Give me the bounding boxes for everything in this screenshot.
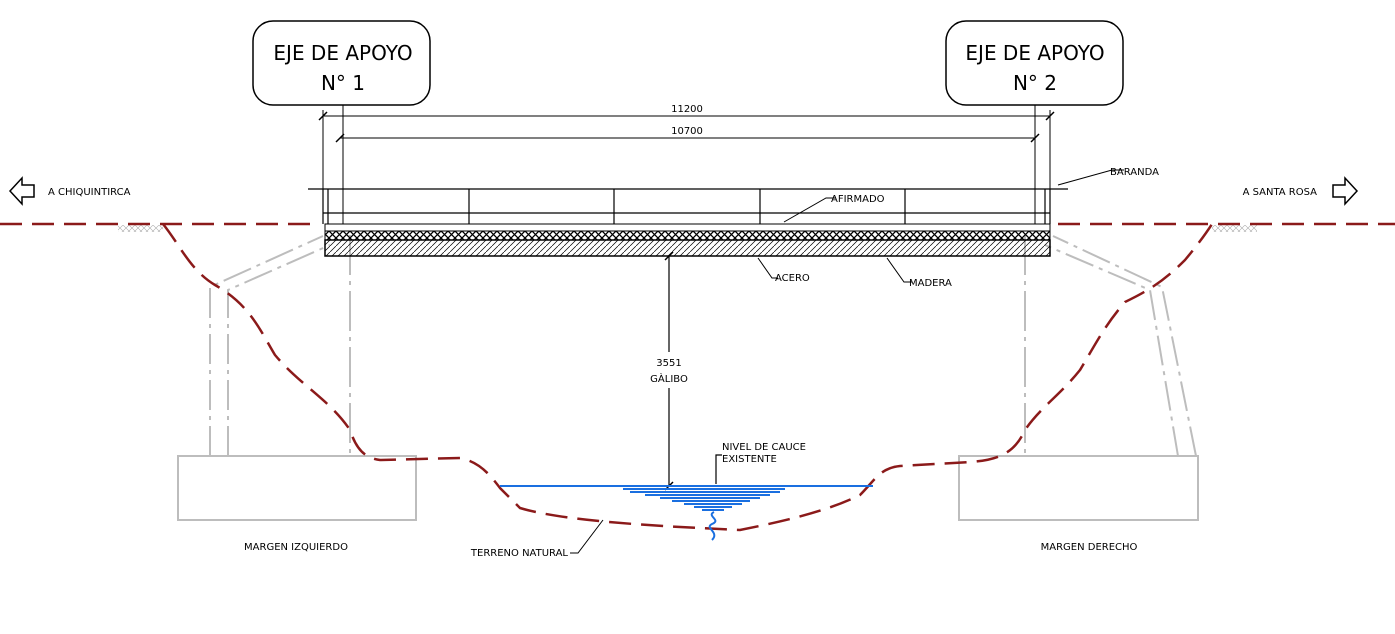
direction-left: A CHIQUINTIRCA	[8, 176, 131, 206]
margin-left-label: MARGEN IZQUIERDO	[244, 542, 348, 553]
deck-madera-layer	[324, 239, 1051, 257]
abutment-right	[958, 235, 1199, 521]
direction-left-label: A CHIQUINTIRCA	[48, 187, 131, 198]
callout-acero: ACERO	[757, 257, 810, 284]
axis-left-title: EJE DE APOYO	[273, 41, 412, 65]
dimension-inner-label: 10700	[671, 126, 703, 137]
dimension-total-label: 11200	[671, 104, 703, 115]
deck-afirmado-layer	[324, 230, 1051, 241]
axis-right-title: EJE DE APOYO	[965, 41, 1104, 65]
callout-baranda: BARANDA	[1057, 167, 1159, 186]
axis-label-right: EJE DE APOYO N° 2	[945, 20, 1124, 106]
axis-label-left: EJE DE APOYO N° 1	[252, 20, 431, 106]
callout-madera: MADERA	[886, 257, 952, 289]
clearance-dimension: 3551 GÀLIBO	[648, 251, 690, 491]
dimension-inner: 10700	[335, 126, 1040, 143]
axis-left-number: N° 1	[321, 71, 365, 95]
callout-nivel-cauce: NIVEL DE CAUCE EXISTENTE	[715, 442, 806, 484]
terrain-profile	[162, 223, 1214, 532]
dimension-total: 11200	[318, 104, 1055, 190]
callout-terreno: TERRENO NATURAL	[470, 519, 604, 559]
arrow-left-icon	[8, 176, 35, 206]
water-flow-icon	[708, 511, 717, 541]
direction-right-label: A SANTA ROSA	[1243, 187, 1318, 198]
clearance-label: GÀLIBO	[650, 372, 688, 385]
ground-hatch-right	[1212, 225, 1257, 232]
terreno-label: TERRENO NATURAL	[470, 548, 569, 559]
water-level	[500, 485, 873, 541]
madera-label: MADERA	[909, 278, 952, 289]
baranda-label: BARANDA	[1110, 167, 1159, 178]
afirmado-label: AFIRMADO	[831, 194, 885, 205]
axis-right-number: N° 2	[1013, 71, 1057, 95]
ground-hatch-left	[118, 225, 163, 232]
nivel-label-line2: EXISTENTE	[722, 454, 777, 465]
deck	[324, 223, 1051, 257]
arrow-right-icon	[1332, 176, 1359, 206]
abutment-left	[177, 235, 417, 521]
railing	[308, 188, 1068, 224]
direction-right: A SANTA ROSA	[1243, 176, 1359, 206]
axis-lines	[342, 105, 1036, 230]
clearance-value: 3551	[656, 358, 681, 369]
nivel-label-line1: NIVEL DE CAUCE	[722, 442, 806, 453]
margin-right-label: MARGEN DERECHO	[1041, 542, 1138, 553]
callout-afirmado: AFIRMADO	[783, 194, 885, 223]
acero-label: ACERO	[775, 273, 810, 284]
